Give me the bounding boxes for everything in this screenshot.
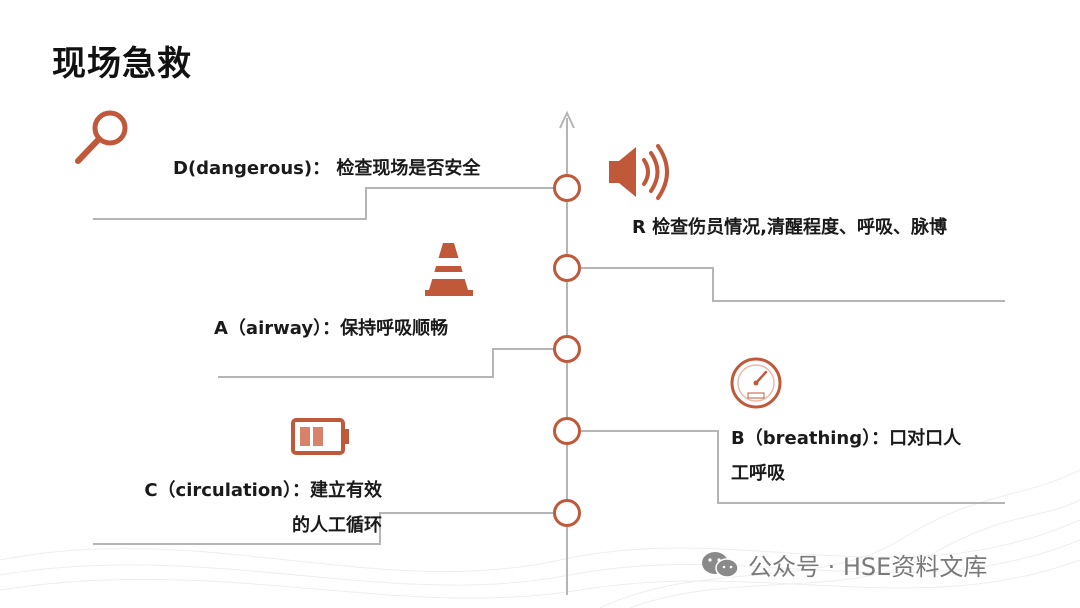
background-waves — [0, 469, 1080, 608]
battery-icon — [291, 418, 349, 455]
page-title: 现场急救 — [52, 44, 192, 84]
step-d-label: D(dangerous)： 检查现场是否安全 — [173, 158, 481, 179]
node-c — [553, 499, 581, 527]
node-b — [553, 417, 581, 445]
step-b-line2: 工呼吸 — [731, 463, 785, 484]
step-b-line1: B（breathing）：口对口人 — [731, 428, 962, 449]
speaker-icon — [609, 144, 669, 200]
connector-b — [581, 430, 1005, 504]
connector-r — [581, 267, 1005, 302]
node-a — [553, 335, 581, 363]
connector-a — [218, 348, 553, 378]
connector-d — [93, 187, 553, 220]
node-r — [553, 254, 581, 282]
watermark-text: 公众号 · HSE资料文库 — [748, 553, 988, 581]
traffic-cone-icon — [425, 243, 473, 296]
pressure-gauge-icon — [730, 357, 782, 409]
node-d — [553, 174, 581, 202]
step-r-label: R 检查伤员情况,清醒程度、呼吸、脉博 — [632, 217, 947, 238]
step-c-line1: C（circulation）：建立有效 — [144, 480, 382, 501]
step-c-line2: 的人工循环 — [292, 515, 382, 536]
wechat-icon — [702, 551, 739, 578]
axis-arrow — [559, 110, 575, 129]
step-c-label: C（circulation）：建立有效 的人工循环 — [118, 473, 382, 543]
magnifier-icon — [75, 110, 128, 164]
watermark: 公众号 · HSE资料文库 — [700, 547, 987, 582]
connector-c — [93, 512, 553, 545]
step-a-label: A（airway）：保持呼吸顺畅 — [214, 318, 449, 339]
step-b-label: B（breathing）：口对口人 工呼吸 — [731, 421, 961, 491]
